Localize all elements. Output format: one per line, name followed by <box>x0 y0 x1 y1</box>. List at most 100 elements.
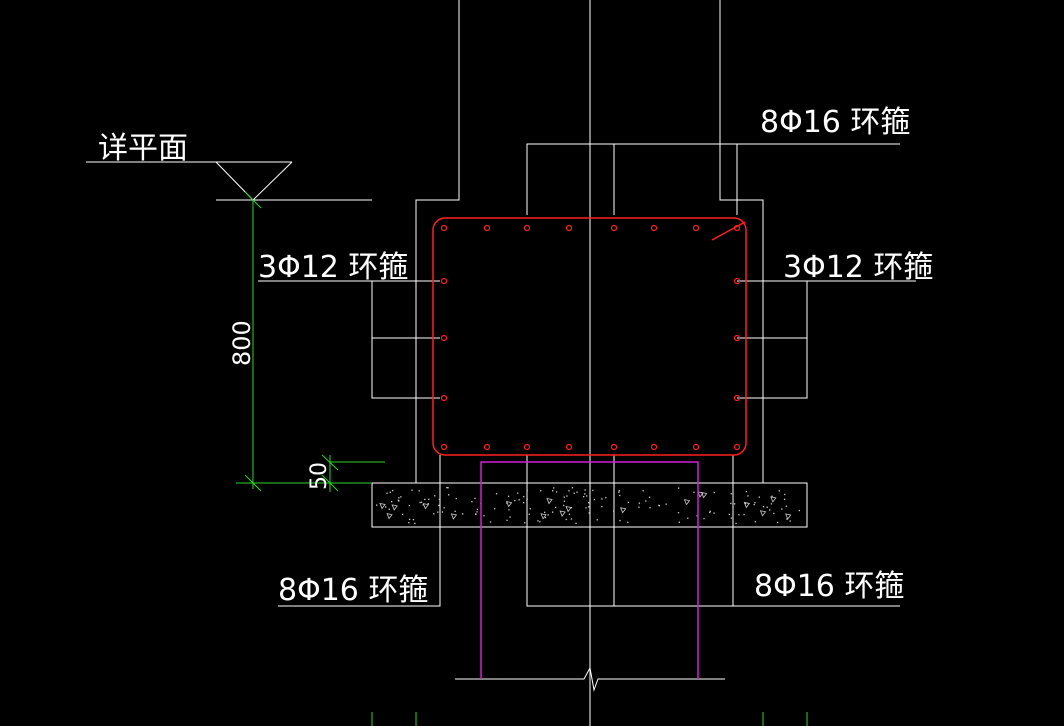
concrete-speckle <box>618 490 620 492</box>
rebar-bar <box>692 224 700 232</box>
concrete-speckle <box>544 516 547 519</box>
concrete-speckle <box>414 522 416 524</box>
concrete-speckle <box>471 501 473 503</box>
concrete-speckle <box>754 521 756 523</box>
stirrup-label-right: 3Φ12 环箍 <box>783 250 933 285</box>
concrete-aggregate <box>785 513 792 520</box>
concrete-aggregate <box>770 496 777 503</box>
concrete-speckle <box>638 502 640 504</box>
concrete-speckle <box>489 521 492 523</box>
concrete-speckle <box>571 487 574 489</box>
concrete-speckle <box>483 515 485 517</box>
concrete-speckle <box>649 507 651 509</box>
concrete-speckle <box>441 511 444 513</box>
concrete-speckle <box>766 506 768 508</box>
concrete-speckle <box>784 493 786 496</box>
concrete-speckle <box>495 493 498 495</box>
concrete-speckle <box>386 492 388 494</box>
concrete-aggregate <box>540 513 547 520</box>
concrete-speckle <box>798 509 800 512</box>
concrete-speckle <box>552 490 554 492</box>
concrete-speckle <box>601 506 603 508</box>
concrete-aggregate <box>683 499 691 506</box>
rebar-cage <box>432 217 747 456</box>
concrete-speckle <box>566 495 568 497</box>
concrete-speckle <box>762 506 765 508</box>
dim-50-label: 50 <box>307 462 332 490</box>
rebar-bar <box>650 443 658 451</box>
concrete-speckle <box>524 522 526 524</box>
concrete-speckle <box>678 487 680 489</box>
concrete-speckle <box>735 522 737 525</box>
concrete-speckle <box>376 504 378 506</box>
concrete-speckle <box>517 492 519 494</box>
rebar-bar <box>733 224 741 232</box>
concrete-speckle <box>476 511 478 513</box>
concrete-speckle <box>588 506 590 508</box>
concrete-speckle <box>388 508 390 510</box>
concrete-speckle <box>397 499 400 501</box>
concrete-aggregate <box>619 507 627 514</box>
structure-outline <box>86 0 916 726</box>
rebar-bar <box>440 443 448 451</box>
concrete-speckle <box>518 499 520 501</box>
concrete-speckle <box>523 495 525 498</box>
concrete-speckle <box>770 503 773 505</box>
concrete-aggregate <box>700 491 708 499</box>
concrete-speckle <box>728 513 730 516</box>
concrete-speckle <box>540 490 542 492</box>
concrete-speckle <box>385 506 387 508</box>
rebar-bar <box>440 394 448 402</box>
concrete-speckles <box>376 487 800 525</box>
concrete-speckle <box>627 501 629 504</box>
concrete-speckle <box>547 514 549 516</box>
rebar-bar <box>523 443 531 451</box>
concrete-speckle <box>408 518 411 520</box>
rebar-bar <box>733 334 741 342</box>
concrete-aggregate <box>559 510 566 517</box>
bottom-left-leader <box>278 455 441 607</box>
concrete-speckle <box>619 494 621 497</box>
concrete-speckle <box>408 522 410 524</box>
concrete-aggregate <box>391 504 398 511</box>
concrete-speckle <box>665 503 667 505</box>
concrete-speckle <box>687 517 689 519</box>
concrete-speckle <box>474 497 476 499</box>
concrete-speckle <box>455 497 457 500</box>
concrete-speckle <box>627 521 629 523</box>
concrete-speckle <box>745 490 747 493</box>
labels: 详平面 8Φ16 环箍 3Φ12 环箍 3Φ12 环箍 8Φ16 环箍 8Φ16… <box>98 105 933 608</box>
casing-outline <box>480 461 699 679</box>
concrete-speckle <box>584 489 586 491</box>
concrete-speckle <box>583 496 585 498</box>
concrete-speckle <box>613 510 615 512</box>
concrete-speckle <box>494 508 496 510</box>
concrete-aggregate <box>697 491 704 498</box>
concrete-speckle <box>576 491 578 493</box>
concrete-speckle <box>438 498 441 501</box>
concrete-speckle <box>605 497 607 499</box>
rebar-bar <box>692 443 700 451</box>
concrete-speckle <box>781 508 783 510</box>
rebar-bar <box>483 443 491 451</box>
concrete-speckle <box>573 492 575 494</box>
concrete-aggregate <box>422 503 430 510</box>
concrete-speckle <box>448 494 450 496</box>
concrete-speckle <box>509 516 511 518</box>
dimensions <box>236 191 808 726</box>
concrete-speckle <box>523 502 525 504</box>
concrete-speckle <box>593 498 596 501</box>
concrete-speckle <box>575 522 577 524</box>
concrete-speckle <box>693 491 695 493</box>
stirrup-label-bottom-right: 8Φ16 环箍 <box>754 569 904 604</box>
concrete-aggregate <box>450 513 458 520</box>
concrete-speckle <box>777 521 779 524</box>
concrete-speckle <box>778 490 780 492</box>
concrete-speckle <box>773 512 775 515</box>
break-line <box>455 666 725 692</box>
concrete-speckle <box>638 506 640 508</box>
concrete-speckle <box>588 502 590 504</box>
concrete-speckle <box>786 518 788 520</box>
concrete-speckle <box>400 496 402 498</box>
concrete-speckle <box>418 490 420 492</box>
